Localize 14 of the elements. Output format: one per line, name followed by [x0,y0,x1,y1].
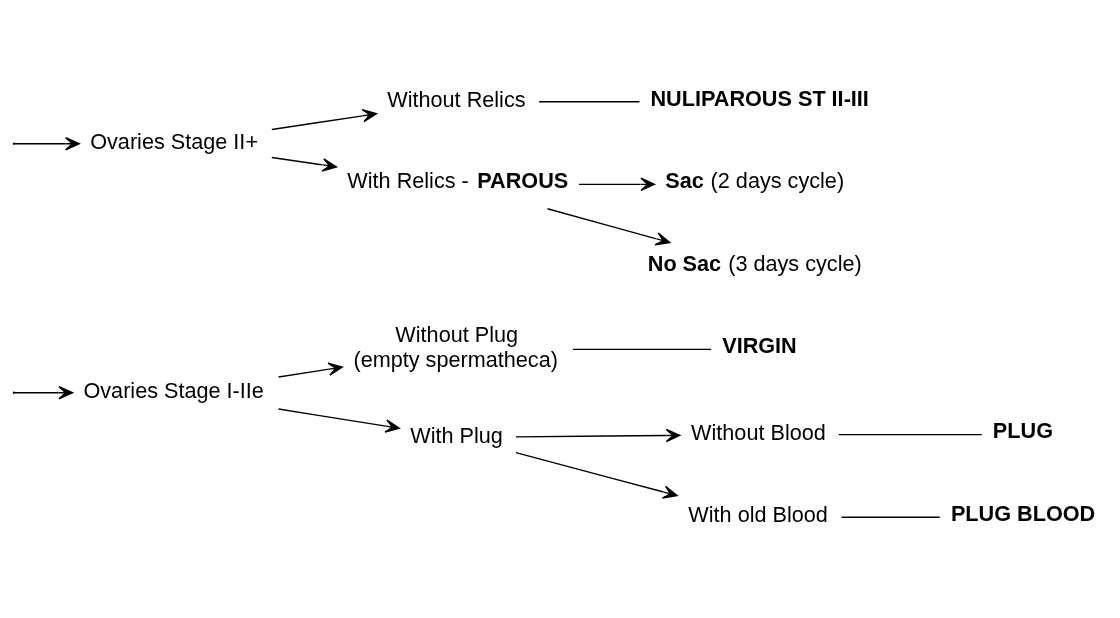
node-text: Without Blood [691,419,826,445]
node-text: Without Plug (empty spermatheca) [353,321,558,372]
node-text: PLUG BLOOD [950,500,1096,526]
node-text: Sac (2 days cycle) [665,167,845,193]
node-text: With Plug [410,422,503,448]
node-text: No Sac (3 days cycle) [647,250,862,276]
node-text: VIRGIN [722,332,797,358]
node-text: Ovaries Stage II+ [90,128,259,154]
node-text: PLUG [992,417,1053,443]
node-text: Ovaries Stage I-IIe [83,377,264,403]
node-text: NULIPAROUS ST II-III [650,85,869,111]
node-text: Without Relics [387,86,526,112]
node-text: With old Blood [688,501,828,527]
node-text: With Relics - PAROUS [347,167,569,193]
